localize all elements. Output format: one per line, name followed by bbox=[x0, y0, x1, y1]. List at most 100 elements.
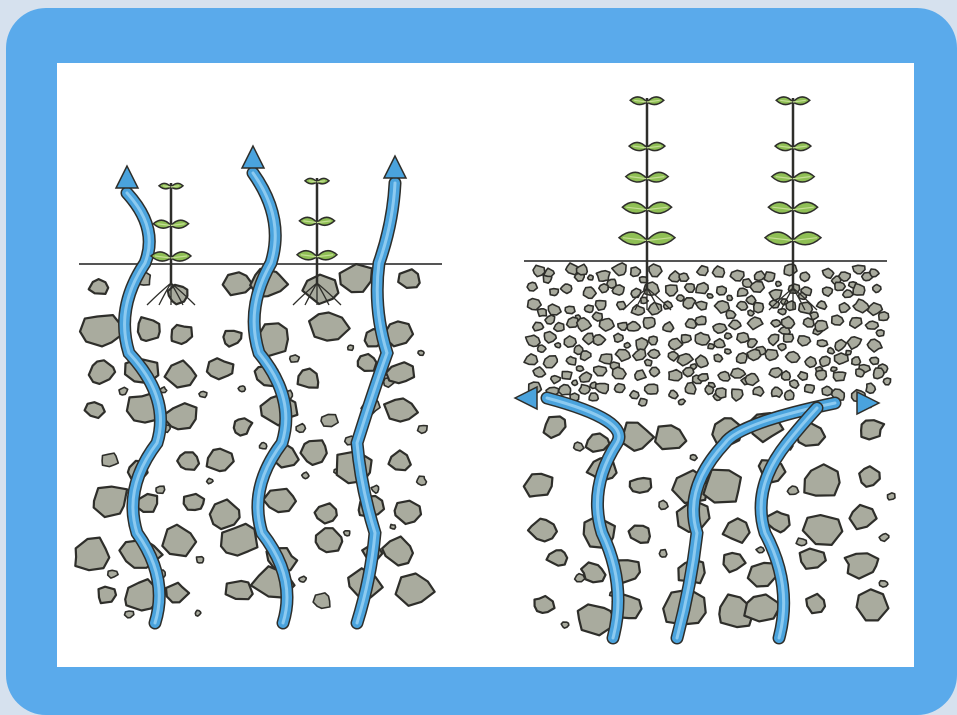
rock bbox=[712, 266, 724, 277]
rock bbox=[804, 464, 839, 495]
rock bbox=[315, 503, 337, 523]
rock bbox=[543, 356, 557, 368]
rock bbox=[784, 264, 797, 276]
rock bbox=[99, 587, 117, 603]
rock bbox=[612, 263, 626, 276]
rock bbox=[698, 374, 708, 381]
rock bbox=[806, 594, 825, 613]
rock bbox=[707, 294, 713, 298]
rock bbox=[577, 318, 592, 332]
rock bbox=[592, 312, 602, 321]
rock bbox=[663, 322, 674, 332]
illustration-panel bbox=[57, 63, 914, 667]
rock bbox=[195, 610, 201, 616]
rock bbox=[832, 315, 844, 325]
rock bbox=[302, 472, 309, 479]
rock bbox=[555, 343, 561, 348]
rock bbox=[874, 368, 884, 379]
right-soil-scene bbox=[515, 97, 895, 638]
rock bbox=[870, 269, 879, 277]
rock bbox=[817, 340, 827, 347]
rock bbox=[831, 367, 837, 371]
rock bbox=[533, 367, 546, 377]
rock bbox=[390, 524, 395, 529]
rock bbox=[683, 298, 696, 309]
rock bbox=[750, 282, 764, 293]
rock bbox=[764, 272, 775, 282]
rock bbox=[683, 367, 694, 376]
rock bbox=[718, 372, 730, 381]
rock bbox=[787, 486, 798, 494]
rock bbox=[784, 334, 794, 342]
rock bbox=[197, 557, 204, 563]
rock bbox=[798, 372, 808, 381]
rock bbox=[725, 333, 732, 339]
rock bbox=[856, 369, 865, 377]
rock bbox=[714, 354, 722, 362]
rock bbox=[596, 271, 610, 282]
rock bbox=[669, 390, 678, 398]
rock bbox=[639, 398, 647, 406]
rock bbox=[583, 287, 596, 298]
rock bbox=[747, 317, 763, 330]
rock bbox=[528, 519, 557, 542]
rock bbox=[835, 282, 846, 290]
rock bbox=[574, 442, 584, 451]
rock bbox=[581, 562, 605, 582]
rock bbox=[585, 305, 594, 312]
rock bbox=[94, 487, 127, 517]
rock bbox=[528, 299, 542, 310]
rock bbox=[165, 361, 197, 388]
rock bbox=[815, 321, 828, 332]
rock bbox=[535, 596, 555, 613]
rock bbox=[108, 570, 118, 578]
rock bbox=[778, 344, 786, 351]
rock bbox=[418, 426, 428, 434]
rock bbox=[756, 547, 764, 553]
rock bbox=[705, 386, 714, 395]
rock bbox=[371, 485, 378, 493]
rock bbox=[547, 550, 568, 566]
rock bbox=[876, 330, 884, 337]
rock bbox=[102, 453, 118, 467]
rock bbox=[645, 359, 652, 365]
rock bbox=[823, 287, 833, 296]
rock bbox=[382, 537, 413, 566]
rock bbox=[866, 383, 875, 393]
rock bbox=[614, 333, 624, 342]
rock bbox=[649, 367, 659, 376]
rock bbox=[748, 339, 758, 348]
rock bbox=[396, 574, 435, 606]
rock bbox=[417, 476, 427, 485]
arrow-head-icon bbox=[515, 387, 537, 409]
rock bbox=[782, 371, 791, 380]
rock bbox=[554, 323, 564, 332]
rock bbox=[853, 284, 865, 296]
rock bbox=[207, 358, 234, 379]
rock bbox=[550, 289, 559, 296]
rock bbox=[309, 313, 350, 341]
rock bbox=[627, 322, 640, 331]
rock bbox=[820, 356, 830, 366]
rock bbox=[89, 279, 109, 294]
rock bbox=[562, 372, 572, 380]
rock bbox=[398, 269, 420, 288]
rock bbox=[737, 302, 748, 311]
rock bbox=[685, 284, 695, 292]
rock bbox=[729, 320, 741, 329]
rock bbox=[630, 478, 651, 493]
rock bbox=[177, 452, 199, 470]
rock bbox=[579, 385, 590, 395]
rock bbox=[301, 440, 327, 465]
rock bbox=[850, 318, 862, 329]
rock bbox=[290, 355, 300, 362]
rock bbox=[80, 315, 125, 346]
rock bbox=[765, 350, 778, 361]
rock bbox=[210, 500, 240, 530]
rock bbox=[822, 268, 833, 278]
rock bbox=[726, 310, 736, 318]
rock bbox=[589, 393, 598, 401]
rock bbox=[696, 283, 708, 294]
rock bbox=[696, 355, 709, 368]
rock bbox=[358, 354, 377, 371]
